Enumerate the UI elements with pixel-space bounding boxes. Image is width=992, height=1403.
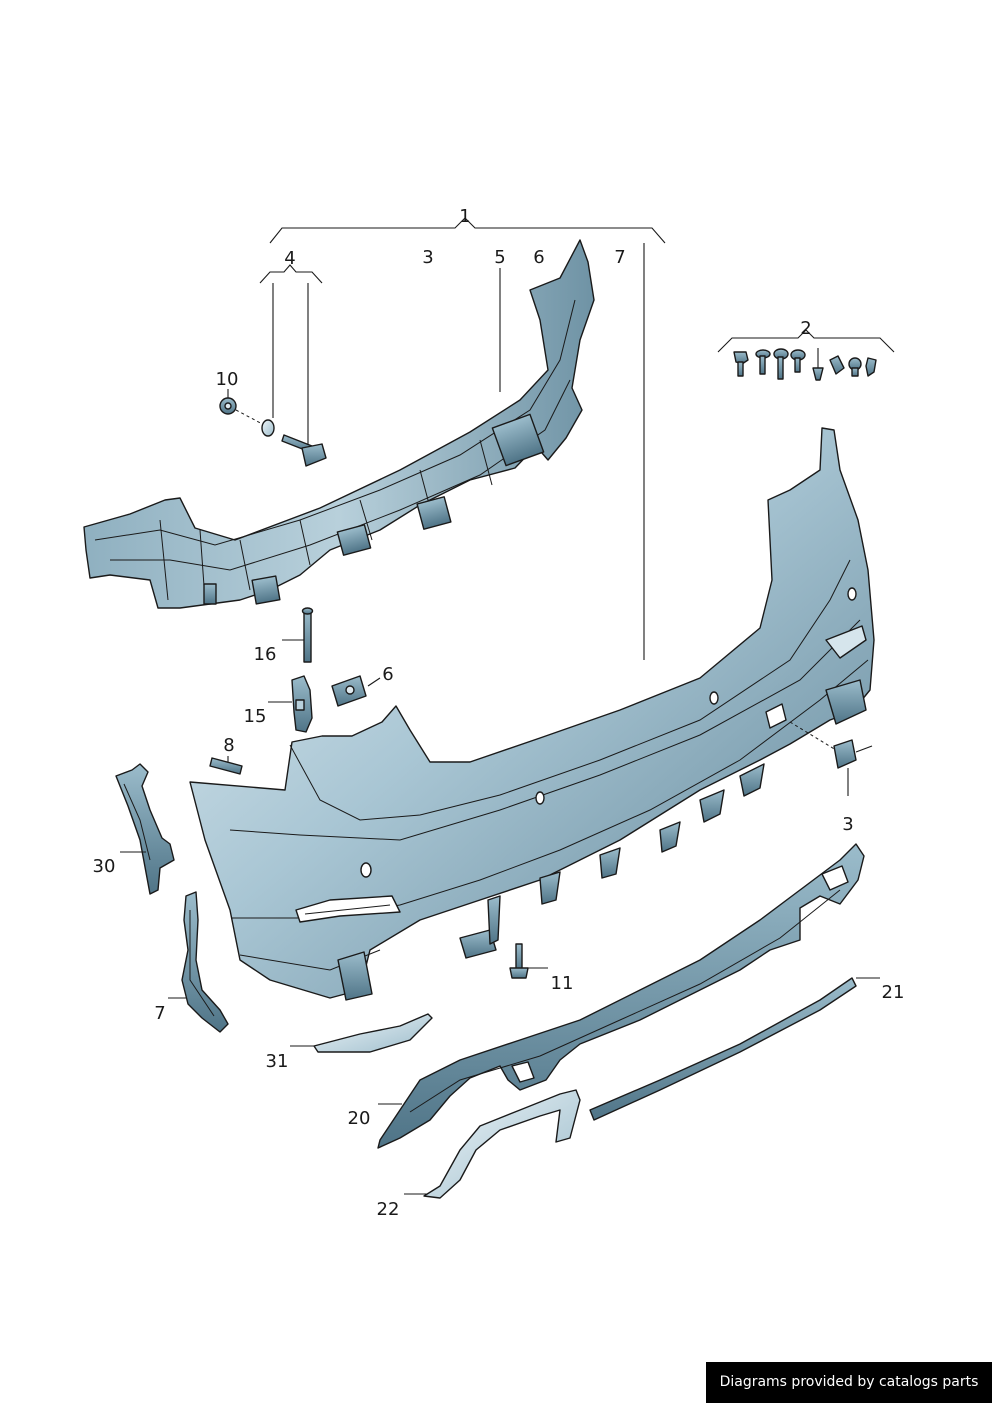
callout-15: 15 <box>244 706 267 727</box>
callout-2: 2 <box>800 318 811 339</box>
callout-8: 8 <box>223 735 234 756</box>
callout-22: 22 <box>377 1199 400 1220</box>
cover-6 <box>331 675 367 707</box>
attribution-footer: Diagrams provided by catalogs parts <box>706 1362 992 1403</box>
nut-icon <box>848 357 862 377</box>
hardware-kit <box>733 348 877 381</box>
callout-31: 31 <box>266 1051 289 1072</box>
callout-7: 7 <box>614 247 625 268</box>
bolt-icon <box>773 348 789 380</box>
callout-3: 3 <box>422 247 433 268</box>
clip-icon <box>812 348 824 381</box>
bracket-1 <box>269 217 666 660</box>
callout-labels: 1 2 3 3 4 5 6 6 7 7 8 10 11 15 16 20 21 … <box>93 206 905 1220</box>
callout-20: 20 <box>348 1108 371 1129</box>
bumper-cover <box>189 427 875 1001</box>
washer-4 <box>261 419 275 437</box>
leader-lines <box>120 268 880 1195</box>
bolt-icon <box>755 349 771 375</box>
side-bracket-30 <box>115 763 175 895</box>
callout-10: 10 <box>216 369 239 390</box>
bolt-11 <box>509 943 529 979</box>
diffuser-3 <box>377 843 865 1149</box>
clip-icon <box>865 357 877 377</box>
bolt-icon <box>733 351 749 377</box>
strip-8 <box>209 757 243 775</box>
trim-31 <box>313 1013 433 1053</box>
trim-21 <box>589 977 857 1121</box>
bumper-reinforcement-beam <box>83 239 595 609</box>
clip-icon <box>829 355 845 375</box>
cap-3 <box>833 739 873 769</box>
callout-1: 1 <box>459 206 470 227</box>
callout-4: 4 <box>284 248 295 269</box>
bracket-2 <box>717 329 895 353</box>
nut-10 <box>219 397 237 415</box>
trim-22 <box>423 1089 581 1199</box>
callout-30: 30 <box>93 856 116 877</box>
stud-16 <box>301 607 314 663</box>
callout-3: 3 <box>842 814 853 835</box>
callout-16: 16 <box>254 644 277 665</box>
callout-5: 5 <box>494 247 505 268</box>
callout-6: 6 <box>533 247 544 268</box>
side-bracket-7 <box>181 891 229 1033</box>
bolt-4 <box>281 434 327 467</box>
callout-11: 11 <box>551 973 574 994</box>
callout-6: 6 <box>382 664 393 685</box>
callout-7: 7 <box>154 1003 165 1024</box>
bracket-15 <box>291 675 313 733</box>
callout-21: 21 <box>882 982 905 1003</box>
bracket-4 <box>259 264 323 448</box>
bolt-icon <box>790 349 806 373</box>
